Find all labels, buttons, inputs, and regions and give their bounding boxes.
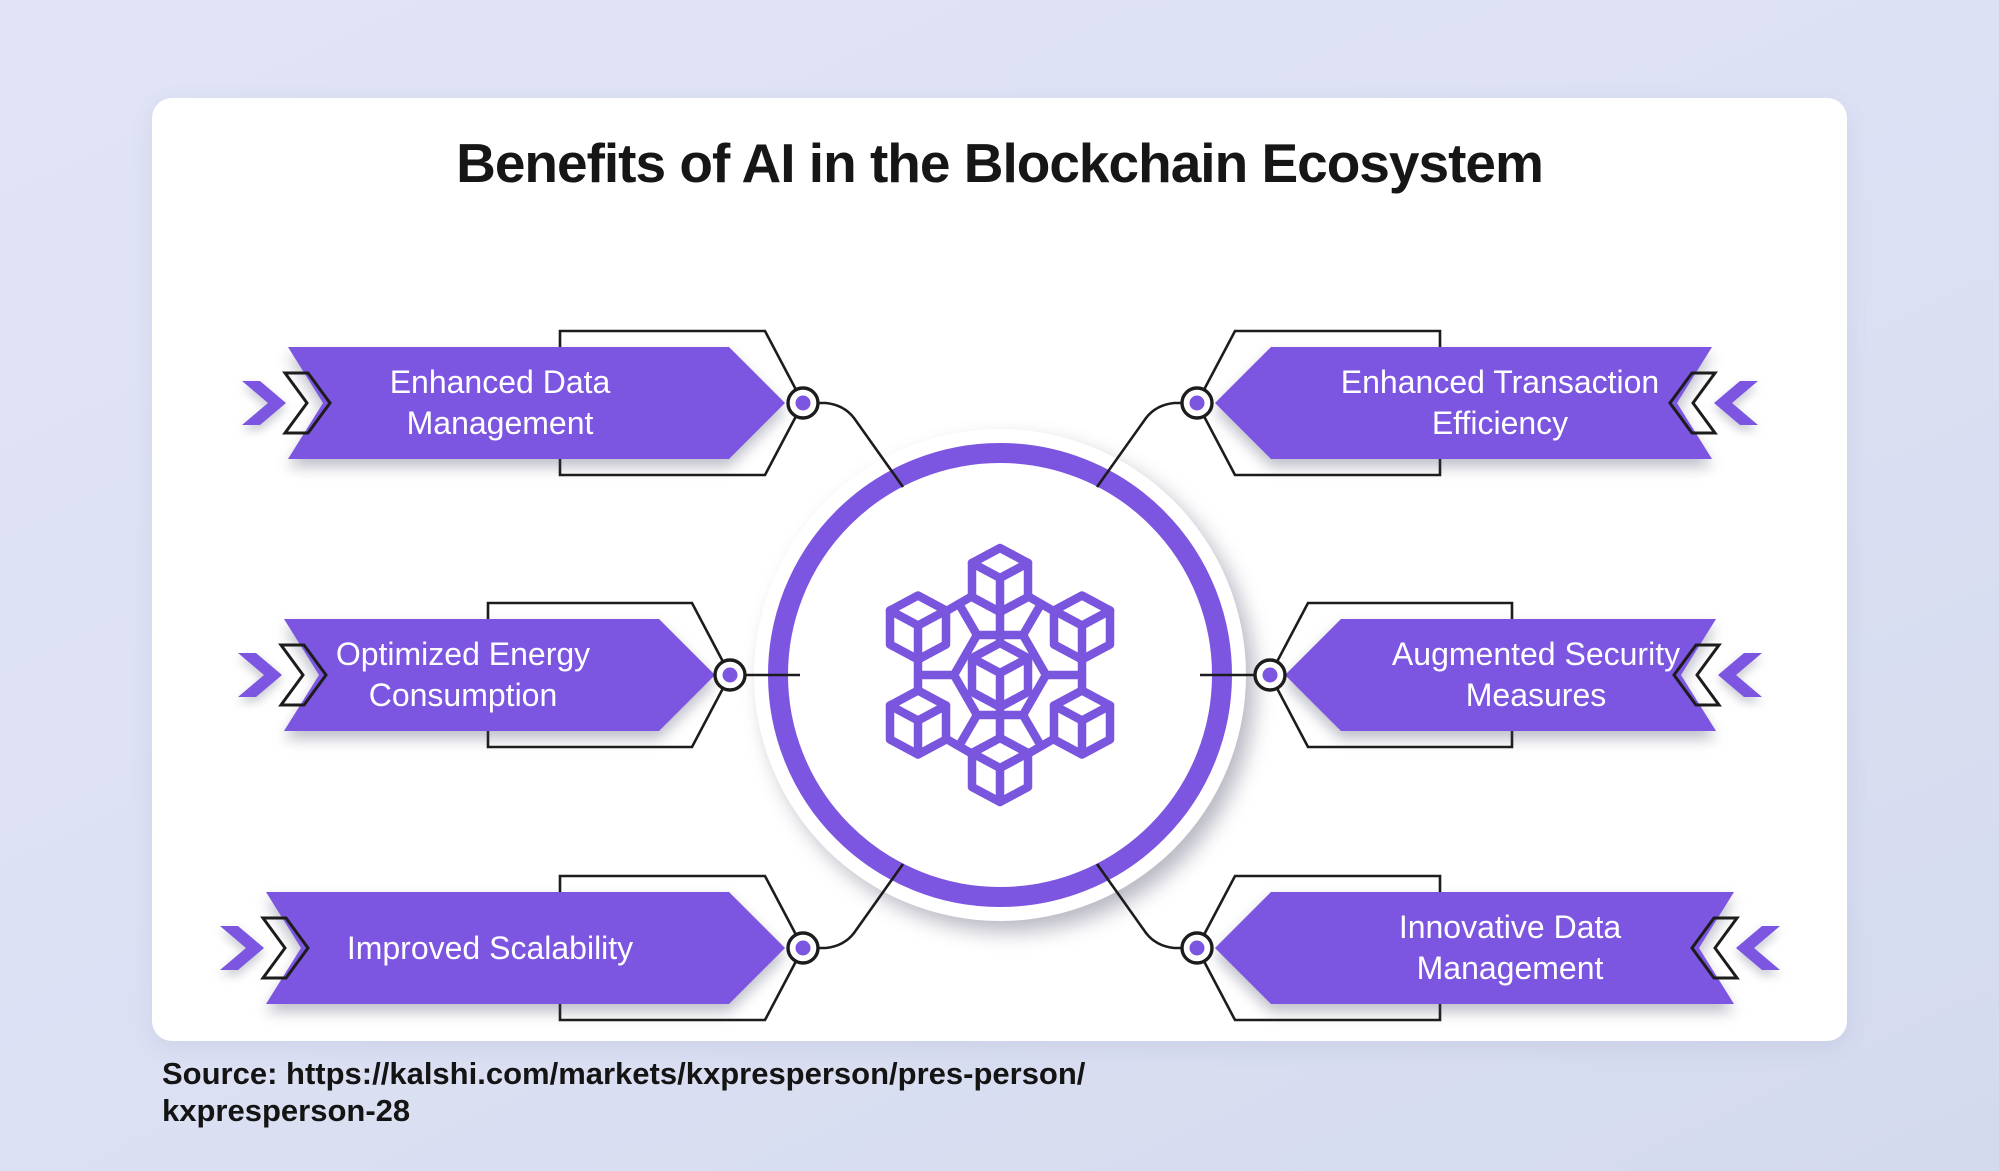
chevron-solid-icon xyxy=(238,653,282,697)
benefit-label-right-1: Enhanced Transaction Efficiency xyxy=(1340,364,1660,441)
banner-shape xyxy=(266,892,785,1004)
benefit-banner-left-1 xyxy=(242,329,805,477)
connector-node-middle-right xyxy=(1253,658,1287,692)
node-dot xyxy=(1189,395,1205,411)
chevron-outline-icon xyxy=(282,371,332,435)
node-dot xyxy=(722,667,738,683)
chevron-outline-icon xyxy=(1690,916,1740,980)
source-line-1: Source: https://kalshi.com/markets/kxpre… xyxy=(162,1056,1086,1091)
node-dot xyxy=(1262,667,1278,683)
page-title: Benefits of AI in the Blockchain Ecosyst… xyxy=(456,132,1544,194)
connector-line-bottom-right xyxy=(1095,863,1197,950)
chevron-outline-icon xyxy=(278,643,328,707)
benefit-banner-left-2 xyxy=(238,601,732,749)
node-dot xyxy=(795,395,811,411)
icon-links xyxy=(913,599,1087,751)
icon-cubes xyxy=(885,543,1115,807)
benefit-label-left-1: Enhanced Data Management xyxy=(389,364,611,441)
benefit-banner-right-2 xyxy=(1268,601,1762,749)
node-dot xyxy=(795,940,811,956)
chevron-outline-icon xyxy=(260,916,310,980)
node-dot xyxy=(1189,940,1205,956)
source-line-2: kxpresperson-28 xyxy=(162,1092,411,1128)
connector-node-bottom-right xyxy=(1180,931,1214,965)
benefit-banner-right-3 xyxy=(1195,874,1780,1022)
chevron-solid-icon xyxy=(242,381,286,425)
benefit-label-right-2: Augmented Security Measures xyxy=(1391,636,1681,713)
connector-node-bottom-left xyxy=(786,931,820,965)
source-citation: Source: https://kalshi.com/markets/kxpre… xyxy=(162,1056,1562,1129)
chevron-outline-icon xyxy=(1668,371,1718,435)
connector-node-top-left xyxy=(786,386,820,420)
benefit-label-left-2: Optimized Energy Consumption xyxy=(335,636,591,713)
banner-shape xyxy=(1285,619,1716,731)
banner-shape xyxy=(1215,892,1734,1004)
chevron-solid-icon xyxy=(1736,926,1780,970)
connector-line-top-left xyxy=(803,401,905,488)
benefit-banner-left-3 xyxy=(220,874,805,1022)
connector-line-bottom-left xyxy=(803,863,905,950)
connector-line-top-right xyxy=(1095,401,1197,488)
connector-node-top-right xyxy=(1180,386,1214,420)
banner-shape xyxy=(288,347,785,459)
chevron-solid-icon xyxy=(220,926,264,970)
banner-shape xyxy=(284,619,715,731)
banner-shape xyxy=(1215,347,1712,459)
chevron-solid-icon xyxy=(1714,381,1758,425)
benefit-label-right-3: Innovative Data Management xyxy=(1398,909,1622,986)
connector-node-middle-left xyxy=(713,658,747,692)
benefit-banner-right-1 xyxy=(1195,329,1758,477)
chevron-outline-icon xyxy=(1672,643,1722,707)
blockchain-network-icon xyxy=(885,543,1115,807)
chevron-solid-icon xyxy=(1718,653,1762,697)
benefit-label-left-3: Improved Scalability xyxy=(346,929,634,966)
connector-nodes xyxy=(713,386,1287,965)
